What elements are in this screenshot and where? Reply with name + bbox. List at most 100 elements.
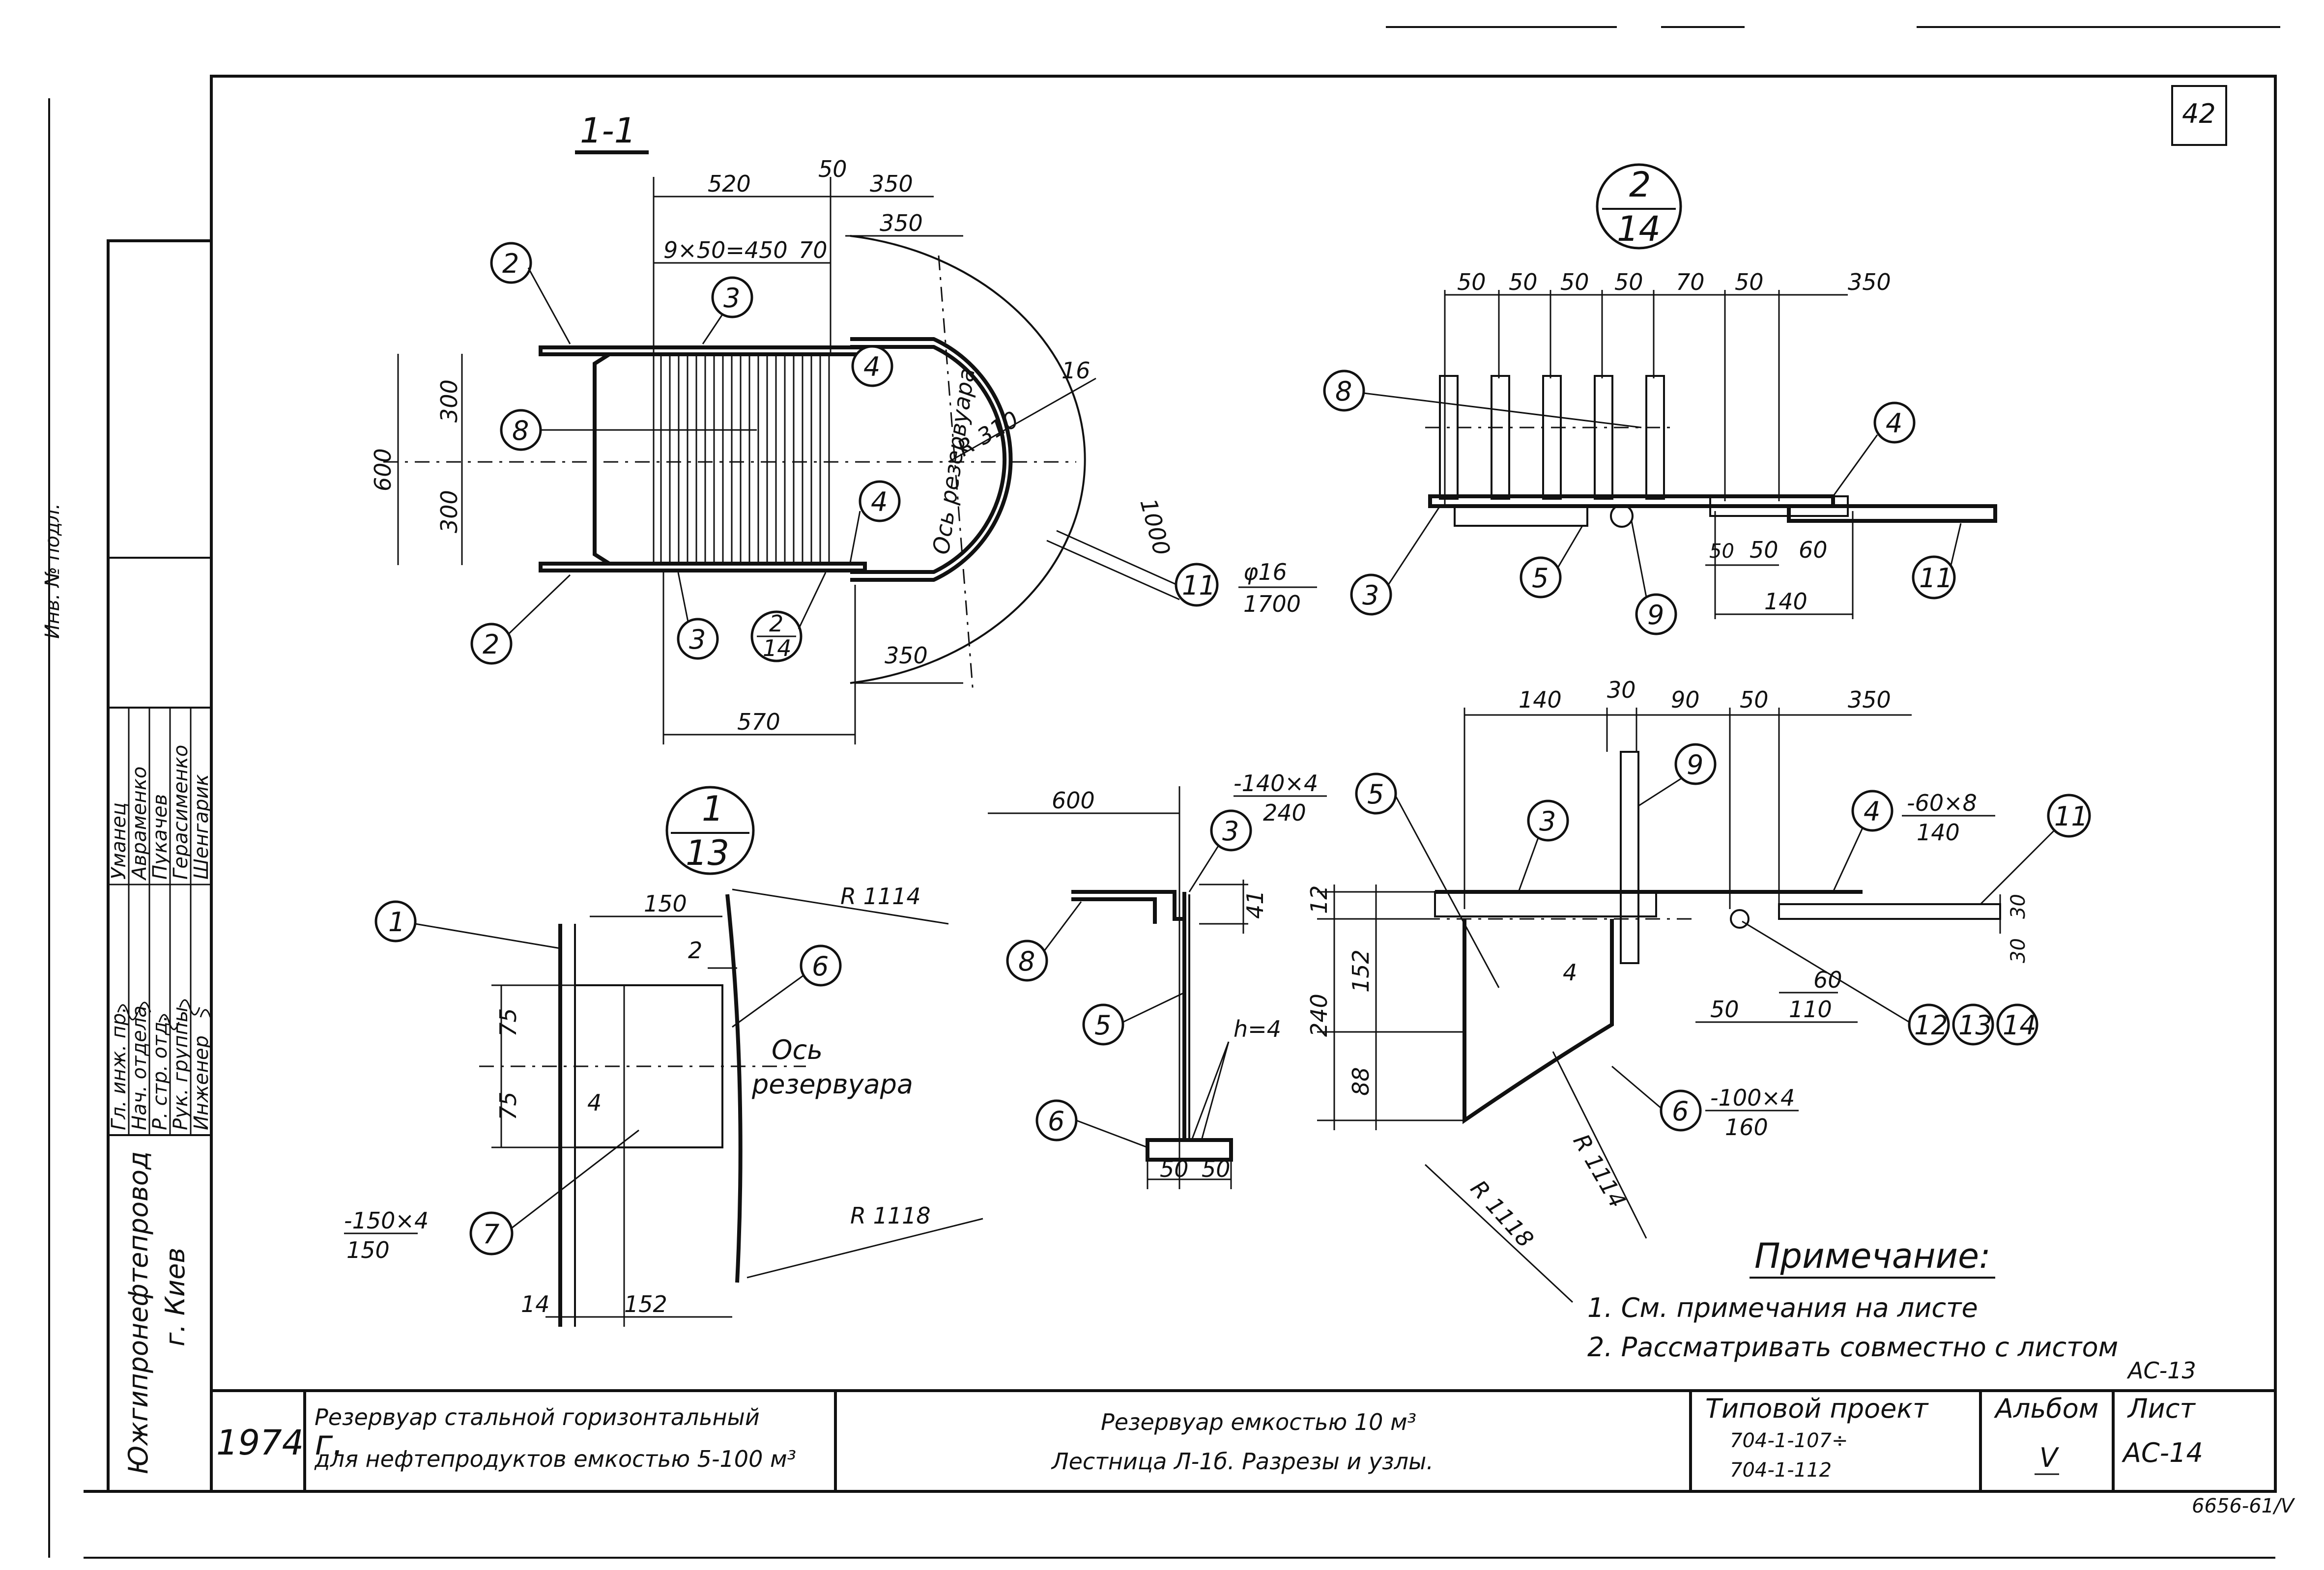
mark-8-plan: 8 [512, 415, 529, 446]
mid-dim-41: 41 [1242, 890, 1268, 919]
n2-dim-50-g: 50 [1750, 537, 1779, 563]
n1-plate-7-top: -150×4 [344, 1207, 429, 1234]
tb-desc-2: для нефтепродуктов емкостью 5-100 м³ [314, 1446, 796, 1472]
n1-dim-4: 4 [587, 1089, 602, 1116]
sheet-frame [48, 26, 2280, 1559]
n1-axis-1: Ось [772, 1034, 823, 1065]
nr-dim-350: 350 [1848, 686, 1891, 713]
dim-570: 570 [737, 709, 780, 735]
node-1-13-top: 1 [702, 789, 724, 829]
dim-50: 50 [818, 156, 847, 182]
n2-dim-50-a: 50 [1457, 269, 1486, 295]
nr-dim-30-b: 30 [2007, 938, 2030, 963]
n1-radius-1114: R 1114 [840, 883, 921, 910]
n1-mark-7: 7 [483, 1219, 499, 1250]
mid-mark-8: 8 [1018, 946, 1035, 977]
nr-dim-240: 240 [1306, 994, 1332, 1037]
signature-marks [117, 999, 211, 1030]
n1-mark-1: 1 [388, 907, 405, 938]
tb-album-label: Альбом [1994, 1393, 2098, 1424]
tb-sheet-label: Лист [2127, 1393, 2196, 1424]
n1-dim-75-b: 75 [495, 1091, 521, 1120]
nr-radius-1114: R 1114 [1568, 1130, 1631, 1213]
notes: Примечание: 1. См. примечания на листе 2… [1587, 1236, 2196, 1384]
page-number: 42 [2182, 98, 2216, 129]
dim-350: 350 [870, 171, 913, 197]
stamp-name-2: Авраменко [128, 767, 151, 881]
notes-line-1: 1. См. примечания на листе [1587, 1292, 1978, 1323]
n1-axis-2: резервуара [751, 1069, 913, 1100]
node-2-14-marks: 8 4 3 5 9 11 [1323, 370, 1962, 635]
node-1-13: 1 13 [479, 786, 983, 1327]
nr-plate-6-bottom: 160 [1725, 1114, 1768, 1141]
tb-project-2: 704-1-112 [1730, 1459, 1832, 1482]
stamp-role-5: Инженер [190, 1035, 213, 1130]
nr-dim-140: 140 [1519, 686, 1562, 713]
tb-year: 1974 г. [216, 1423, 344, 1463]
n2-dim-50-f: 50 [1709, 540, 1734, 563]
stamp-name-1: Уманец [108, 802, 130, 880]
dim-300-b: 300 [436, 490, 462, 533]
stamp-name-5: Шенгарик [190, 774, 213, 880]
n2-dim-70: 70 [1676, 269, 1705, 295]
node-right-dimensions: 140 30 90 50 350 -140×4 240 -60×8 140 12… [1234, 677, 2030, 1253]
left-stamp: Южгипронефтепровод г. Киев Гл. инж. пр. … [108, 745, 213, 1474]
n1-dim-152: 152 [624, 1291, 667, 1317]
node-right-marks: 9 5 3 4 11 12 13 14 6 [1355, 743, 2091, 1132]
nr-mark-3: 3 [1539, 806, 1556, 837]
nr-plate-4-bottom: 140 [1917, 819, 1960, 846]
nr-plate-5-bottom: 240 [1263, 799, 1306, 826]
nr-dim-50: 50 [1740, 686, 1769, 713]
title-block: 1974 г. Резервуар стальной горизонтальны… [216, 1391, 2295, 1517]
n1-dim-2: 2 [688, 937, 702, 964]
n1-dim-14: 14 [521, 1291, 550, 1317]
notes-line-2: 2. Рассматривать совместно с листом [1587, 1332, 2118, 1363]
nr-dim-4: 4 [1563, 959, 1577, 986]
dim-9x50: 9×50=450 [663, 237, 788, 263]
mark-3-bottom: 3 [689, 624, 706, 655]
node-right [1317, 708, 2001, 1303]
n2-mark-4: 4 [1886, 408, 1902, 439]
nr-mark-9: 9 [1687, 749, 1703, 780]
mid-mark-6: 6 [1048, 1106, 1064, 1137]
nr-dim-12: 12 [1306, 885, 1332, 914]
section-middle-dimensions: 600 41 h=4 50 50 [1052, 787, 1281, 1182]
tb-title-1: Резервуар емкостью 10 м³ [1101, 1409, 1416, 1435]
n2-dim-140: 140 [1764, 588, 1808, 615]
mark-3-top: 3 [723, 283, 740, 314]
dim-1000: 1000 [1135, 496, 1175, 558]
n2-dim-60: 60 [1799, 537, 1828, 563]
nr-dim-88: 88 [1348, 1067, 1374, 1096]
nr-dim-50-b: 50 [1710, 996, 1739, 1023]
mid-mark-5: 5 [1094, 1010, 1111, 1041]
node-2-14-top: 2 [1629, 165, 1651, 205]
nr-radius-1118: R 1118 [1465, 1175, 1539, 1253]
nr-dim-60: 60 [1813, 967, 1842, 993]
dim-300-a: 300 [436, 379, 462, 423]
nr-mark-5: 5 [1367, 779, 1384, 810]
pipe-size: φ16 [1243, 559, 1287, 585]
n2-dim-350: 350 [1848, 269, 1891, 295]
stamp-name-3: Пукачев [149, 794, 172, 880]
ref-2-14-plan-bottom: 14 [763, 635, 792, 661]
nr-plate-6-top: -100×4 [1710, 1085, 1795, 1111]
mark-2-top: 2 [502, 248, 519, 279]
stamp-org-1: Южгипронефтепровод [123, 1151, 154, 1474]
ref-2-14-plan-top: 2 [769, 610, 783, 637]
tb-title-2: Лестница Л-1б. Разрезы и узлы. [1051, 1448, 1434, 1475]
mid-dim-600: 600 [1052, 787, 1095, 814]
nr-dim-90: 90 [1671, 686, 1700, 713]
nr-mark-13: 13 [1958, 1010, 1992, 1041]
pipe-length: 1700 [1243, 591, 1301, 617]
n1-radius-1118: R 1118 [850, 1202, 931, 1229]
mid-dim-h4: h=4 [1234, 1016, 1281, 1042]
n1-mark-6: 6 [812, 951, 829, 982]
section-middle-marks: 3 8 5 6 [1006, 809, 1252, 1148]
n2-dim-50-c: 50 [1560, 269, 1589, 295]
node-2-14-bottom: 14 [1617, 209, 1661, 249]
n2-mark-9: 9 [1647, 599, 1664, 630]
tb-desc-1: Резервуар стальной горизонтальный [315, 1404, 760, 1430]
stamp-name-4: Герасименко [170, 745, 192, 880]
node-1-13-bottom: 13 [686, 833, 729, 873]
